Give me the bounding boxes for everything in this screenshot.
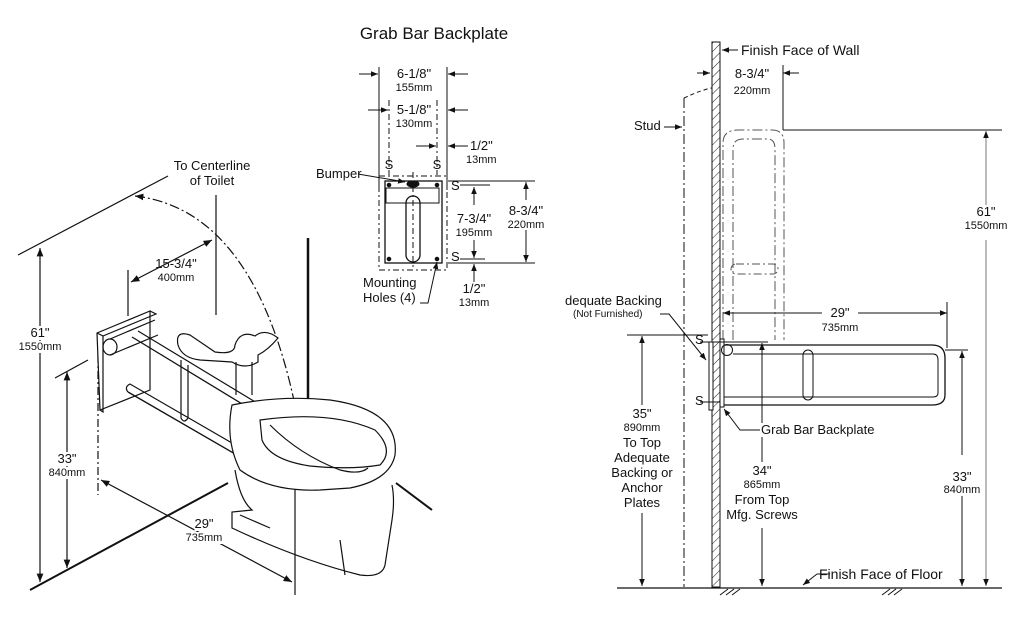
backing-note-5: Plates (623, 495, 661, 510)
backing-note-2: Adequate (614, 450, 670, 465)
raised-bar (722, 129, 785, 340)
dim-screw-vertical-in: 7-3/4" (456, 211, 492, 226)
wall-top-line (17, 175, 169, 256)
projection-mm: 220mm (733, 85, 771, 97)
bumper (406, 180, 420, 188)
dim-bar-height-in: 33" (952, 469, 972, 484)
toilet-bowl (229, 397, 396, 491)
dim-bar-height-mm: 840mm (943, 484, 981, 496)
stud-label: Stud (634, 118, 661, 133)
dim-raised-height-mm: 1550mm (964, 220, 1008, 232)
backing-plate (708, 341, 714, 411)
dim-length-in: 29" (194, 516, 214, 531)
bumper-label: Bumper (316, 166, 362, 181)
dim-height-top-mm: 1550mm (18, 341, 62, 353)
backplate-detail (357, 67, 535, 304)
screw-marker: S (451, 249, 460, 264)
grab-bar-side (724, 344, 946, 406)
finish-floor-label: Finish Face of Floor (819, 566, 943, 582)
dim-edge-bottom-in: 1/2" (462, 281, 486, 296)
dim-screw-spacing-mm: 130mm (395, 118, 433, 130)
dim-height-bar-mm: 840mm (48, 467, 86, 479)
mounting-hole (434, 182, 440, 188)
dim-outer-height-mm: 220mm (507, 219, 545, 231)
floor-line-right (395, 482, 433, 511)
dim-backing-top-mm: 890mm (623, 422, 661, 434)
wall-section (711, 41, 721, 588)
dim-outer-height-in: 8-3/4" (508, 203, 544, 218)
finish-wall-label: Finish Face of Wall (741, 42, 860, 58)
mounting-holes-label-2: Holes (4) (363, 290, 416, 305)
dim-height-top-in: 61" (30, 325, 50, 340)
backing-note-4: Anchor (621, 480, 663, 495)
flush-valve (176, 331, 279, 367)
dim-outer-width-mm: 155mm (395, 82, 433, 94)
screw-marker: S (451, 178, 460, 193)
side-view (617, 41, 1002, 596)
mounting-hole (386, 182, 392, 188)
dim-screws-top-in: 34" (752, 463, 772, 478)
centerline-label-1: To Centerline (173, 158, 251, 173)
projection-in: 8-3/4" (734, 66, 770, 81)
mounting-hole (386, 256, 392, 262)
dim-length-side-mm: 735mm (821, 322, 859, 334)
screw-marker: S (384, 157, 394, 172)
dim-1575-line (130, 239, 213, 283)
mounting-holes-label-1: Mounting (363, 275, 417, 290)
dim-edge-bottom-mm: 13mm (458, 297, 490, 309)
centerline-label-2: of Toilet (189, 173, 235, 188)
dim-backing-top-in: 35" (632, 406, 652, 421)
dim-screws-top-mm: 865mm (743, 479, 781, 491)
mounting-hole (434, 256, 440, 262)
screws-note-1: From Top (734, 492, 790, 507)
screw-marker-side: S (695, 332, 704, 347)
screw-marker-side: S (695, 393, 704, 408)
screws-note-2: Mfg. Screws (726, 507, 798, 522)
diagram-title: Grab Bar Backplate (359, 24, 509, 43)
backing-note-3: Backing or (611, 465, 673, 480)
dim-length-mm: 735mm (185, 532, 223, 544)
dim-raised-height-in: 61" (976, 204, 996, 219)
dim-edge-side-mm: 13mm (466, 154, 497, 166)
dim-screw-spacing-in: 5-1/8" (396, 102, 432, 117)
bar-backplate (719, 338, 725, 408)
backplate-iso (96, 310, 151, 411)
isometric-view (17, 175, 433, 595)
dim-length-side-in: 29" (830, 305, 850, 320)
dim-height-bar-in: 33" (57, 451, 77, 466)
screw-marker: S (432, 157, 442, 172)
dim-29-line (100, 479, 293, 583)
backplate-outline (384, 180, 443, 264)
dim-screw-vertical-mm: 195mm (455, 227, 493, 239)
dim-edge-side-in: 1/2" (470, 138, 493, 153)
backplate-label-side: Grab Bar Backplate (761, 422, 875, 437)
backing-note-1: To Top (622, 435, 662, 450)
dim-offset-in: 15-3/4" (155, 256, 197, 271)
backing-label: dequate Backing (565, 293, 662, 308)
dim-outer-width-in: 6-1/8" (396, 66, 432, 81)
swing-arc (134, 193, 297, 411)
dim-offset-mm: 400mm (157, 272, 195, 284)
backing-note: (Not Furnished) (573, 309, 643, 320)
